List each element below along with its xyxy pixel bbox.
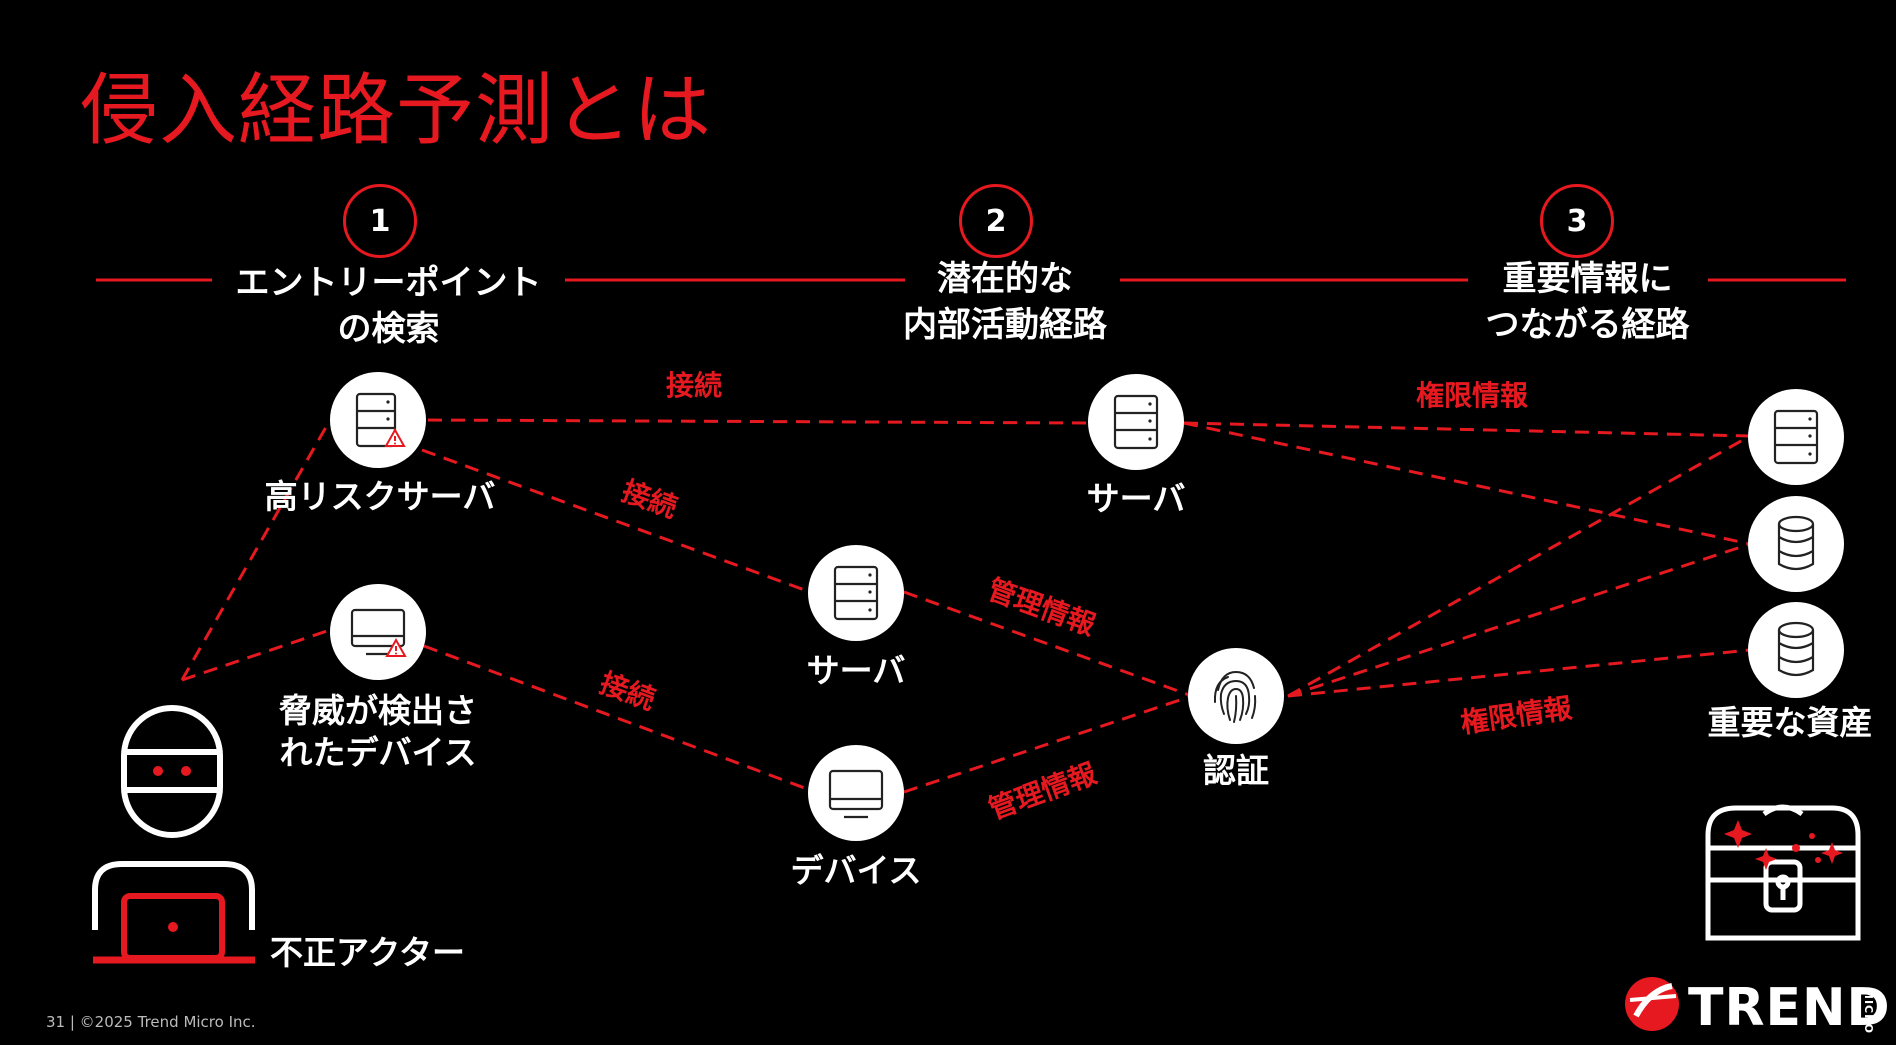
assets-label: 重要な資産	[1707, 703, 1873, 742]
hacker-icon	[92, 705, 255, 964]
actor-label: 不正アクター	[270, 933, 466, 972]
treasure-chest-icon	[1705, 804, 1861, 941]
threat-device-node	[330, 584, 426, 680]
step-3-number: 3	[1540, 184, 1614, 258]
asset-db-node-2	[1748, 602, 1844, 698]
server-icon	[833, 565, 879, 621]
server-node-mid	[808, 545, 904, 641]
step-2-number: 2	[959, 184, 1033, 258]
edge-actor-threatdevice	[181, 628, 331, 682]
server-mid-label: サーバ	[806, 651, 906, 690]
server-node-top	[1088, 374, 1184, 470]
edge-device-auth	[903, 694, 1193, 794]
step-2-label: 潜在的な 内部活動経路	[903, 259, 1107, 345]
fingerprint-icon	[1213, 670, 1257, 723]
path-edges	[180, 418, 1751, 794]
auth-node	[1188, 648, 1284, 744]
edge-servermid-auth	[903, 590, 1193, 698]
server-warning-icon	[355, 392, 406, 448]
server-icon	[1113, 394, 1159, 450]
footer-copyright: 31 | ©2025 Trend Micro Inc.	[46, 1013, 256, 1031]
edge-label-priv-1: 権限情報	[1416, 379, 1529, 412]
trend-micro-logo-icon	[1625, 977, 1679, 1031]
database-icon	[1777, 515, 1815, 571]
edge-auth-asset3	[1287, 648, 1751, 698]
server-top-label: サーバ	[1086, 479, 1186, 518]
high-risk-server-node	[330, 372, 426, 468]
edge-actor-highrisk	[180, 419, 332, 681]
asset-db-node-1	[1748, 496, 1844, 592]
edge-server-asset2	[1183, 421, 1751, 546]
step-1-label: エントリーポイント の検索	[235, 263, 542, 349]
device-node	[808, 745, 904, 841]
logo-micro-text: MICRO	[1862, 988, 1875, 1034]
monitor-icon	[828, 769, 884, 819]
page-title: 侵入経路予測とは	[80, 66, 713, 156]
edge-server-asset1	[1183, 421, 1751, 438]
step-3-label: 重要情報に つながる経路	[1485, 259, 1690, 345]
database-icon	[1777, 621, 1815, 677]
step-1-number: 1	[343, 184, 417, 258]
logo-wordmark: TREND	[1688, 978, 1891, 1038]
edge-auth-asset1	[1287, 434, 1751, 698]
threat-device-label: 脅威が検出さ れたデバイス	[279, 691, 477, 772]
monitor-warning-icon	[350, 608, 407, 657]
server-icon	[1773, 409, 1819, 465]
edge-highrisk-server	[427, 418, 1091, 425]
edge-label-connect-1: 接続	[666, 369, 723, 402]
edge-highrisk-servermid	[421, 448, 811, 594]
device-label: デバイス	[790, 851, 922, 890]
high-risk-server-label: 高リスクサーバ	[264, 477, 496, 516]
auth-label: 認証	[1203, 751, 1269, 790]
edge-auth-asset2	[1287, 542, 1751, 698]
asset-server-node	[1748, 389, 1844, 485]
